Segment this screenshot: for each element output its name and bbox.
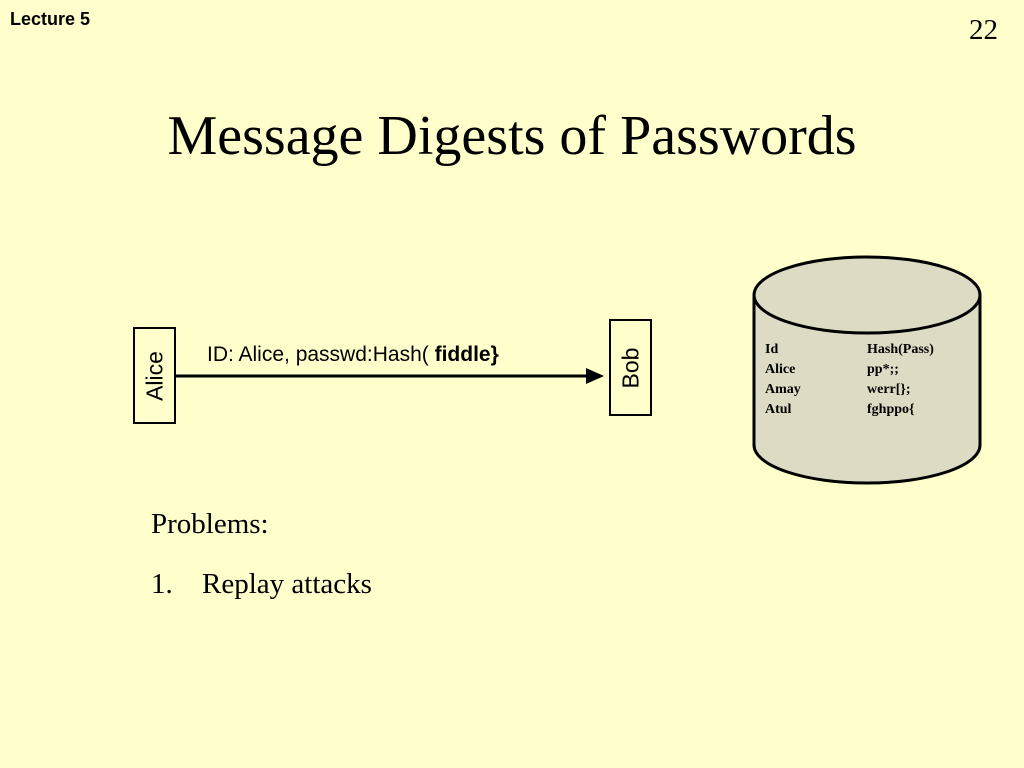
- row-hash: fghppo{: [867, 402, 915, 417]
- problems-section: Problems: 1. Replay attacks: [151, 506, 372, 602]
- bob-label: Bob: [617, 347, 643, 388]
- lecture-label: Lecture 5: [10, 9, 91, 29]
- row-hash: werr[};: [867, 382, 911, 397]
- message-bold: fiddle}: [434, 343, 499, 366]
- column-id-header: Id: [765, 342, 779, 357]
- table-row: Alice pp*;;: [765, 360, 934, 380]
- problem-number: 1.: [151, 568, 173, 600]
- problem-item: 1. Replay attacks: [151, 566, 372, 602]
- alice-node: Alice: [133, 327, 176, 424]
- column-hash-header: Hash(Pass): [867, 342, 934, 357]
- problems-heading: Problems:: [151, 508, 269, 540]
- row-id: Atul: [765, 402, 792, 417]
- row-id: Alice: [765, 362, 796, 377]
- table-row: Atul fghppo{: [765, 400, 934, 420]
- password-hash-table: Id Hash(Pass) Alice pp*;; Amay werr[}; A…: [765, 340, 934, 420]
- message-prefix: ID: Alice, passwd:Hash(: [207, 343, 435, 366]
- message-label: ID: Alice, passwd:Hash( fiddle}: [207, 343, 499, 367]
- slide-title: Message Digests of Passwords: [167, 105, 857, 167]
- alice-label: Alice: [141, 350, 167, 401]
- database-cylinder-icon: [752, 255, 982, 485]
- bob-node: Bob: [609, 319, 652, 416]
- table-row: Amay werr[};: [765, 380, 934, 400]
- table-header-row: Id Hash(Pass): [765, 340, 934, 360]
- row-id: Amay: [765, 382, 801, 397]
- problem-text: Replay attacks: [202, 568, 372, 600]
- row-hash: pp*;;: [867, 362, 899, 377]
- slide-number: 22: [969, 14, 998, 46]
